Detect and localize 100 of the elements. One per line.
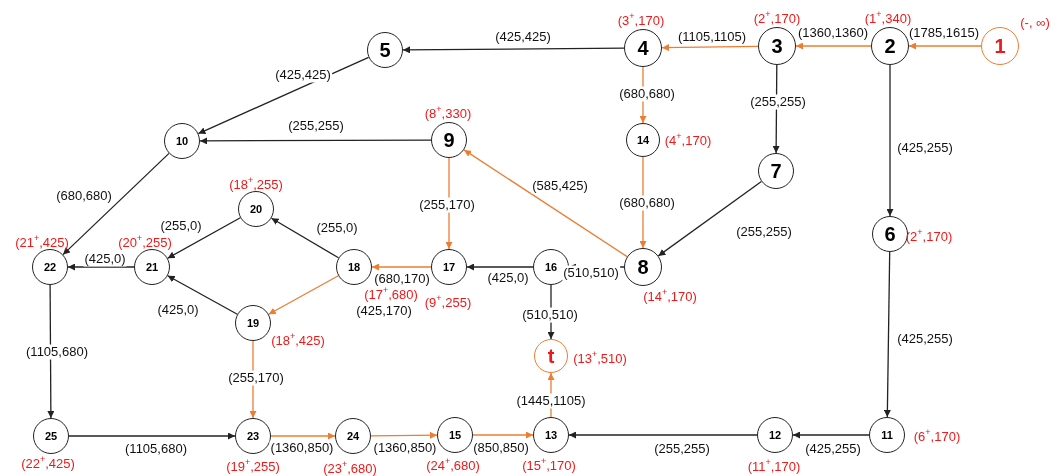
- node-label: (2$^{+}$,170): [753, 10, 801, 26]
- node-label: (11$^{+}$,170): [747, 458, 801, 474]
- node-label: (17$^{+}$,680): [364, 286, 418, 302]
- arrow: [62, 152, 170, 256]
- edge-label: (850,850): [472, 440, 530, 456]
- arrow: [167, 217, 241, 259]
- arrow: [47, 284, 55, 419]
- arrow: [463, 149, 628, 258]
- edge-label: (425,170): [355, 303, 413, 319]
- arrow: [199, 137, 432, 145]
- arrow: [370, 431, 438, 439]
- edge-label: (510,510): [562, 265, 620, 281]
- edge-label: (255,255): [287, 118, 345, 134]
- node-number: 20: [249, 203, 263, 215]
- graph-node-circle: [164, 123, 200, 159]
- node-label: (22$^{+}$,425): [21, 455, 75, 471]
- edge-label: (1360,850): [372, 440, 438, 456]
- graph-node-circle: [437, 417, 473, 453]
- node-number: 2: [884, 34, 896, 58]
- graph-node-circle: [869, 417, 905, 453]
- node-number: 24: [346, 430, 360, 442]
- graph-node-circle: [872, 216, 908, 252]
- arrow: [466, 263, 534, 271]
- graph-node-circle: [981, 27, 1019, 65]
- edge-label: (425,0): [83, 251, 127, 267]
- edge-label: (425,255): [804, 441, 862, 457]
- node-label: (13$^{+}$,510): [573, 350, 627, 366]
- edge-label: (1360,1360): [796, 25, 870, 41]
- edge-label: (1785,1615): [907, 25, 981, 41]
- graph-node-circle: [757, 417, 793, 453]
- node-label: (8$^{+}$,330): [424, 105, 472, 121]
- graph-node-circle: [235, 418, 271, 454]
- edge-label: (680,680): [618, 86, 676, 102]
- edge-label: (255,255): [749, 94, 807, 110]
- node-label: (19$^{+}$,255): [226, 458, 280, 474]
- node-label: (3$^{+}$,170): [617, 12, 665, 28]
- edge-label: (255,170): [227, 370, 285, 386]
- graph-node-circle: [626, 123, 660, 157]
- graph-node-circle: [758, 153, 794, 189]
- edge-label: (680,170): [373, 271, 431, 287]
- graph-node-circle: [235, 305, 271, 341]
- node-number: 3: [771, 34, 783, 58]
- arrow: [568, 431, 758, 439]
- edge-label: (1105,1105): [676, 29, 748, 45]
- edge-label: (425,425): [274, 67, 332, 83]
- edge-label: (425,255): [896, 331, 954, 347]
- arrow: [270, 217, 340, 259]
- node-label: (14$^{+}$,170): [643, 288, 697, 304]
- node-label: (24$^{+}$,680): [426, 457, 480, 473]
- edge-label: (680,680): [618, 195, 676, 211]
- edge-label: (425,425): [494, 29, 552, 45]
- node-number: 17: [442, 261, 456, 273]
- graph-node-circle: [367, 32, 403, 68]
- graph-node-circle: [134, 249, 170, 285]
- arrow: [67, 263, 135, 271]
- node-label: (2$^{+}$,170): [905, 228, 953, 244]
- arrow: [657, 180, 763, 257]
- edge-label: (680,680): [55, 188, 113, 204]
- edge-label: (1445,1105): [515, 393, 587, 409]
- node-label: (6$^{+}$,170): [913, 428, 961, 444]
- node-number: 23: [246, 430, 260, 442]
- arrow: [661, 44, 759, 52]
- node-number: 5: [379, 38, 391, 62]
- graph-node-circle: [335, 418, 371, 454]
- arrow: [167, 275, 238, 315]
- node-number: 25: [44, 430, 58, 442]
- edge-label: (255,255): [735, 224, 793, 240]
- edge-label: (425,0): [486, 270, 530, 286]
- node-label: (1$^{+}$,340): [864, 10, 912, 26]
- graph-node-circle: [32, 249, 68, 285]
- node-number: 18: [347, 261, 361, 273]
- node-label: (-, ∞): [1020, 14, 1050, 30]
- node-label: (18$^{+}$,425): [271, 332, 325, 348]
- edge-label: (255,170): [418, 197, 476, 213]
- node-label: (9$^{+}$,255): [424, 294, 472, 310]
- node-label: (4$^{+}$,170): [664, 132, 712, 148]
- graph-node-circle: [624, 248, 662, 286]
- node-label: (15$^{+}$,170): [522, 457, 576, 473]
- node-number: 7: [770, 159, 782, 183]
- arrow: [883, 251, 891, 418]
- node-number: 16: [544, 261, 558, 273]
- edge-label: (255,0): [315, 220, 359, 236]
- node-number: 15: [448, 429, 462, 441]
- arrow: [886, 64, 894, 217]
- edge-label: (1105,680): [25, 344, 89, 360]
- node-number: 9: [443, 128, 455, 152]
- arrow: [371, 263, 432, 271]
- node-number: 13: [544, 429, 558, 441]
- edge-label: (1360,850): [269, 440, 335, 456]
- arrow: [908, 42, 982, 50]
- node-number: 4: [637, 36, 649, 60]
- node-number: 12: [768, 429, 782, 441]
- edge-label: (255,0): [159, 218, 203, 234]
- graph-node-circle: [431, 249, 467, 285]
- node-number: t: [547, 344, 555, 368]
- arrow: [402, 46, 625, 54]
- edge-label: (510,510): [521, 307, 579, 323]
- arrow: [472, 431, 534, 439]
- node-number: 6: [884, 222, 896, 246]
- node-number: 19: [246, 317, 260, 329]
